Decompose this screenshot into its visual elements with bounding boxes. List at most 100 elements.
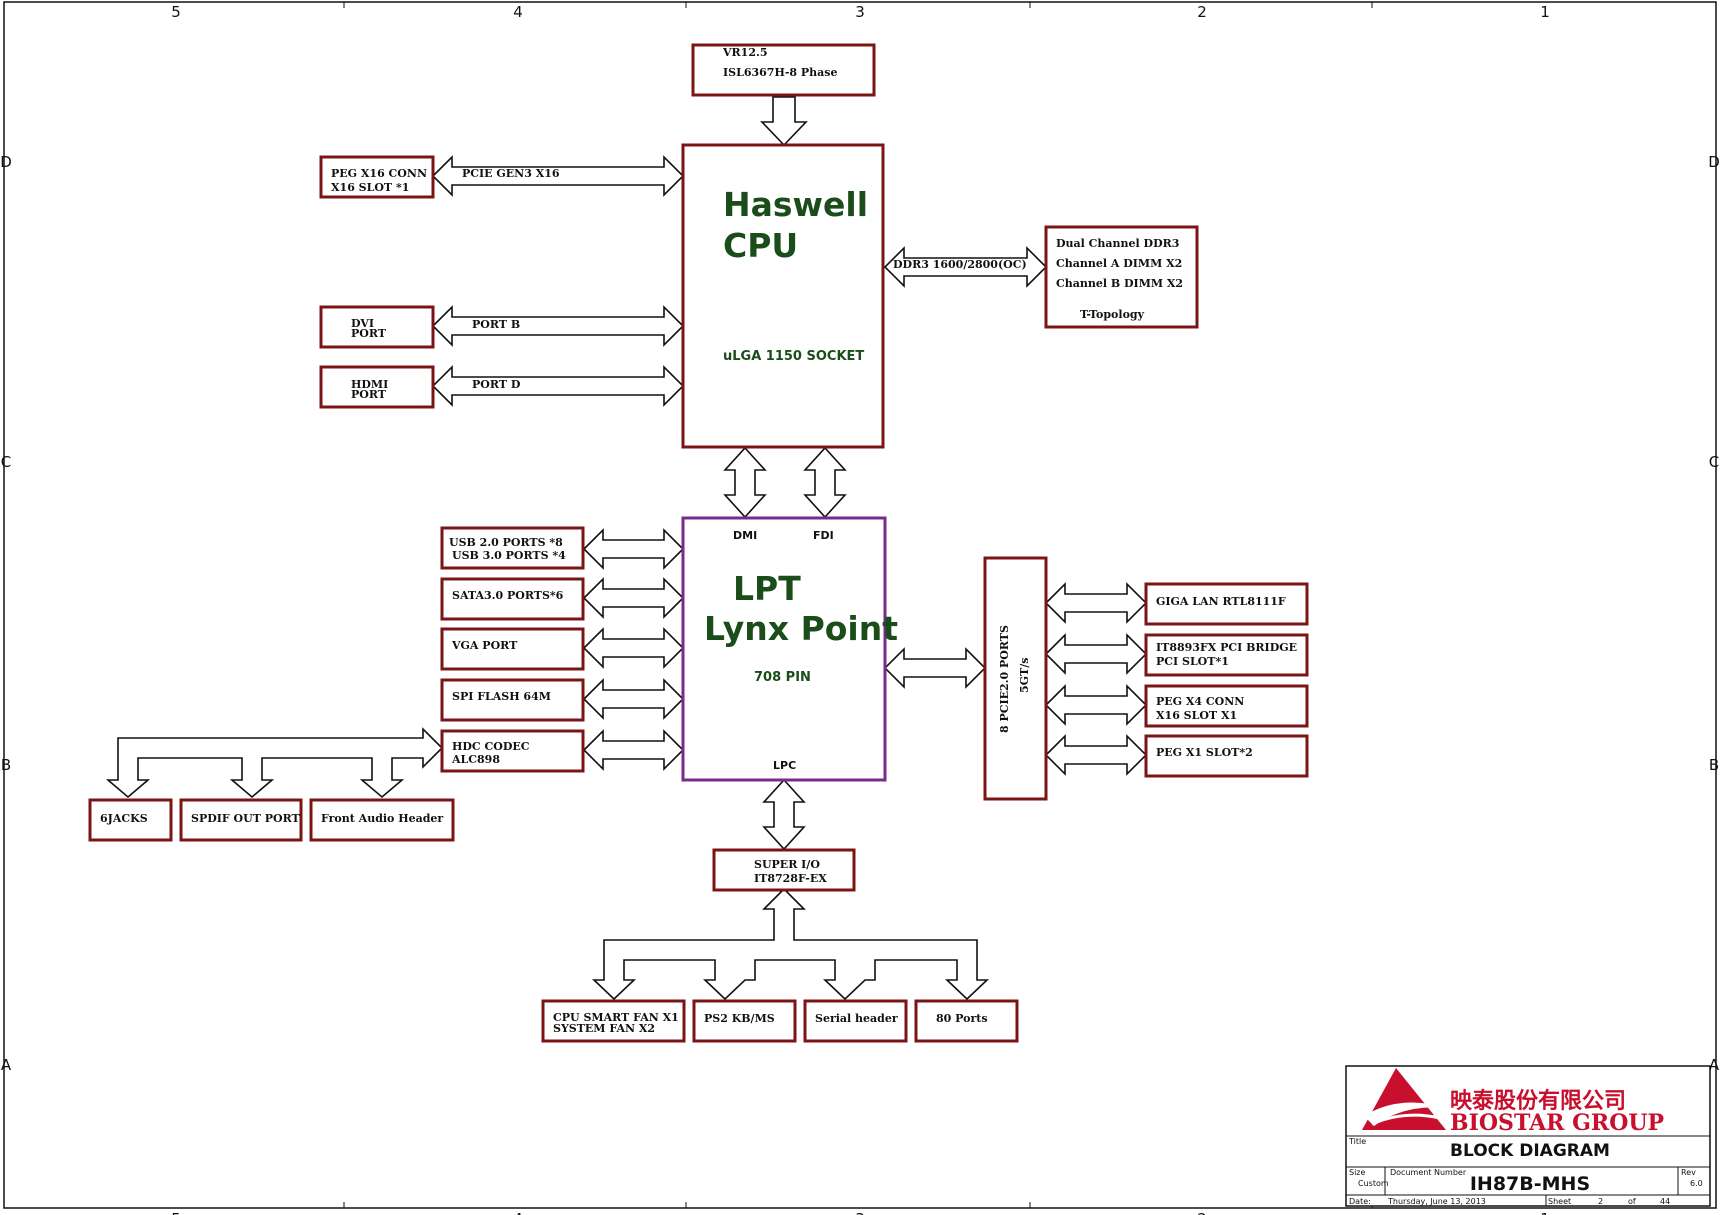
peg16-box xyxy=(319,155,435,199)
pcie-hub-label-2: 5GT/s xyxy=(1018,658,1031,693)
zone-right-b: B xyxy=(1709,756,1719,774)
peg16-label-2: X16 SLOT *1 xyxy=(331,181,409,194)
ports80-block: 80 Ports xyxy=(914,999,1019,1043)
lan-label: GIGA LAN RTL8111F xyxy=(1156,595,1286,608)
usb-box xyxy=(440,526,585,570)
peg1-block: PEG X1 SLOT*2 xyxy=(1144,734,1309,778)
spdif-box xyxy=(179,798,303,842)
sata-pch-arrow xyxy=(582,577,685,619)
size-caption: Size xyxy=(1349,1168,1366,1177)
hdc-audio-tree-arrow xyxy=(105,727,444,799)
sio-box xyxy=(712,848,856,892)
ps2-label: PS2 KB/MS xyxy=(704,1012,775,1025)
company-en-label: BIOSTAR GROUP xyxy=(1450,1110,1664,1136)
sio-label-1: SUPER I/O xyxy=(754,858,820,871)
peg16-bus-label: PCIE GEN3 X16 xyxy=(462,167,560,180)
peg1-label: PEG X1 SLOT*2 xyxy=(1156,746,1253,759)
dvi-block: DVI PORT PORT B xyxy=(319,305,520,349)
fdi-arrow xyxy=(803,446,847,519)
vr-label-1: VR12.5 xyxy=(722,46,767,59)
pci-bridge-label-1: IT8893FX PCI BRIDGE xyxy=(1156,641,1297,654)
peg16-block: PEG X16 CONN X16 SLOT *1 PCIE GEN3 X16 xyxy=(319,155,560,199)
peg4-box xyxy=(1144,684,1309,728)
sio-block: SUPER I/O IT8728F-EX xyxy=(712,848,856,892)
vga-box xyxy=(440,627,585,671)
pcie-hub-box xyxy=(983,556,1048,801)
zone-bottom-4: 4 xyxy=(513,1210,523,1215)
ddr-bus-label: DDR3 1600/2800(OC) xyxy=(893,258,1027,271)
vr-box xyxy=(691,43,876,97)
vr-label-2: ISL6367H-8 Phase xyxy=(723,66,837,79)
pch-pins-label: 708 PIN xyxy=(754,670,811,685)
hdmi-block: HDMI PORT PORT D xyxy=(319,365,521,409)
zone-markers-right: D C B A xyxy=(1708,153,1720,1074)
pch-title-1: LPT xyxy=(733,569,801,608)
zone-right-c: C xyxy=(1709,453,1719,471)
date-value: Thursday, June 13, 2013 xyxy=(1387,1197,1486,1206)
dvi-label-2: PORT xyxy=(351,327,387,340)
fan-label-1: CPU SMART FAN X1 xyxy=(553,1011,679,1024)
pch-title-2: Lynx Point xyxy=(704,609,898,648)
ddr-label-4: T-Topology xyxy=(1080,308,1145,321)
peg1-box xyxy=(1144,734,1309,778)
pch-box xyxy=(681,516,887,782)
pch-pcie-arrow xyxy=(883,647,987,689)
usb-label-1: USB 2.0 PORTS *8 xyxy=(449,536,563,549)
hdc-box xyxy=(440,729,585,773)
lan-block: GIGA LAN RTL8111F xyxy=(1144,582,1309,626)
audio-jacks-label: 6JACKS xyxy=(100,812,148,825)
ps2-box xyxy=(692,999,797,1043)
lpc-arrow xyxy=(762,778,806,851)
usb-block: USB 2.0 PORTS *8 USB 3.0 PORTS *4 xyxy=(440,526,585,570)
vr-to-cpu-arrow xyxy=(760,96,808,147)
peg4-label-1: PEG X4 CONN xyxy=(1156,695,1244,708)
hdc-label-2: ALC898 xyxy=(451,753,500,766)
cpu-box xyxy=(681,143,885,449)
sio-tree-arrow xyxy=(591,887,990,1001)
spdif-label: SPDIF OUT PORT xyxy=(191,812,301,825)
front-audio-label: Front Audio Header xyxy=(321,812,443,825)
pci-bridge-label-2: PCI SLOT*1 xyxy=(1156,655,1229,668)
zone-top-1: 1 xyxy=(1540,3,1550,21)
zone-markers-top: 5 4 3 2 1 xyxy=(171,2,1550,21)
serial-label: Serial header xyxy=(815,1012,898,1025)
cpu-title-2: CPU xyxy=(723,226,798,265)
serial-box xyxy=(803,999,908,1043)
zone-bottom-2: 2 xyxy=(1197,1210,1207,1215)
rev-value: 6.0 xyxy=(1690,1179,1703,1188)
date-caption: Date: xyxy=(1349,1197,1371,1206)
hdmi-label-1: HDMI xyxy=(351,378,388,391)
title-block: 映泰股份有限公司 BIOSTAR GROUP Title BLOCK DIAGR… xyxy=(1345,1065,1711,1207)
sheet-number: 2 xyxy=(1598,1197,1603,1206)
sheet-total: 44 xyxy=(1660,1197,1670,1206)
zone-left-b: B xyxy=(1,756,11,774)
front-audio-block: Front Audio Header xyxy=(309,798,455,842)
vga-block: VGA PORT xyxy=(440,627,585,671)
title-caption: Title xyxy=(1348,1137,1366,1146)
cpu-block: Haswell CPU uLGA 1150 SOCKET xyxy=(681,143,885,449)
cpu-socket-label: uLGA 1150 SOCKET xyxy=(723,349,864,364)
pcie-hub-label-1: 8 PCIE2.0 PORTS xyxy=(998,625,1011,733)
zone-right-d: D xyxy=(1708,153,1720,171)
hdmi-bus-label: PORT D xyxy=(472,378,521,391)
sata-label: SATA3.0 PORTS*6 xyxy=(452,589,564,602)
cpu-title-1: Haswell xyxy=(723,185,868,224)
zone-markers-left: D C B A xyxy=(0,153,12,1074)
spdif-block: SPDIF OUT PORT xyxy=(179,798,303,842)
pci-bridge-box xyxy=(1144,633,1309,677)
sheet-border xyxy=(3,1,1717,1209)
fan-label-2: SYSTEM FAN X2 xyxy=(553,1022,655,1035)
biostar-logo xyxy=(1362,1068,1446,1130)
sata-block: SATA3.0 PORTS*6 xyxy=(440,577,585,621)
zone-bottom-1: 1 xyxy=(1540,1210,1550,1215)
sheet-title: BLOCK DIAGRAM xyxy=(1450,1141,1610,1161)
hdc-pch-arrow xyxy=(582,729,685,771)
hdc-label-1: HDC CODEC xyxy=(452,740,530,753)
zone-bottom-5: 5 xyxy=(171,1210,181,1215)
ddr-block: DDR3 1600/2800(OC) Dual Channel DDR3 Cha… xyxy=(893,225,1199,329)
pcie-lan-arrow xyxy=(1044,582,1148,624)
spi-block: SPI FLASH 64M xyxy=(440,678,585,722)
ports80-box xyxy=(914,999,1019,1043)
pch-lpc-label: LPC xyxy=(773,759,796,772)
fan-box xyxy=(541,999,686,1043)
